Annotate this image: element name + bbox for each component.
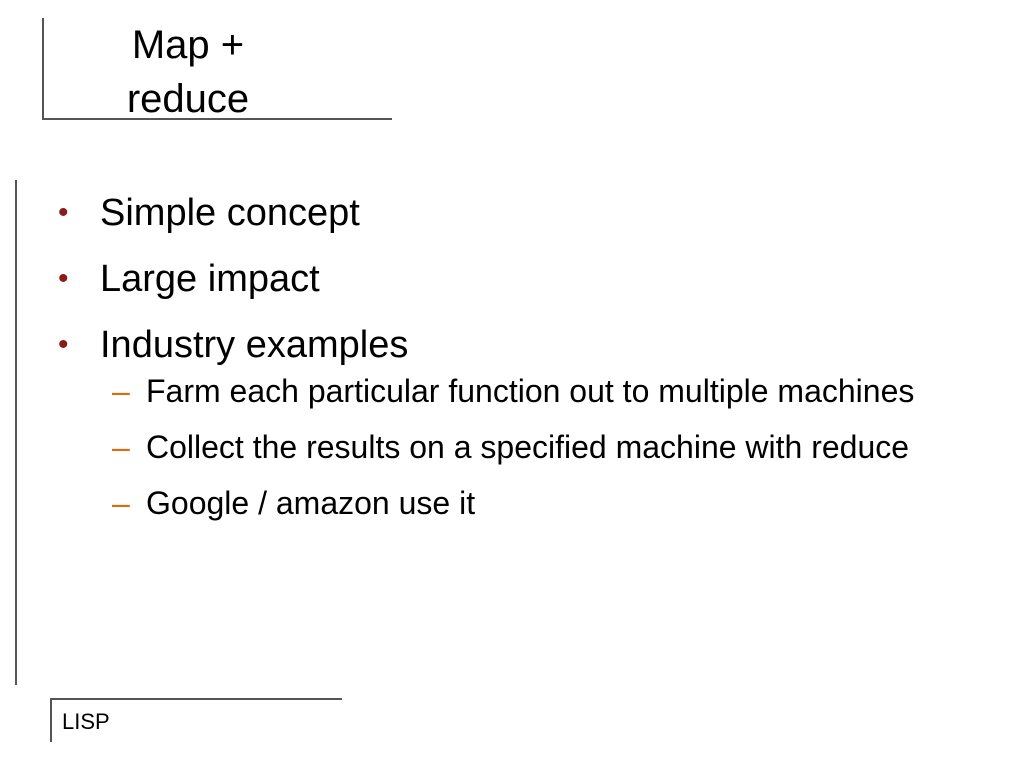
bullet-icon: • (58, 196, 69, 229)
title-frame-vertical-line (42, 18, 44, 118)
bullet-list: • Simple concept • Large impact • Indust… (58, 190, 958, 526)
sub-bullet-text: Google / amazon use it (146, 485, 476, 521)
bullet-text: Large impact (100, 258, 320, 300)
bullet-icon: • (58, 328, 69, 361)
sub-bullet-item: – Google / amazon use it (100, 480, 926, 526)
slide-title-line-1: Map + (131, 23, 245, 67)
sub-bullet-text: Collect the results on a specified machi… (146, 429, 910, 465)
bullet-item: • Simple concept (58, 190, 958, 236)
sub-bullet-list: – Farm each particular function out to m… (100, 368, 958, 526)
bullet-item: • Industry examples – Farm each particul… (58, 322, 958, 526)
dash-icon: – (112, 429, 130, 465)
slide-title-line-2: reduce (126, 77, 250, 121)
slide-footer: LISP (62, 709, 110, 734)
footer-frame-vertical-line (50, 698, 52, 742)
title-frame-horizontal-line (42, 118, 392, 120)
slide-title: Map + reduce (70, 18, 306, 126)
bullet-text: Simple concept (100, 192, 360, 234)
bullet-item: • Large impact (58, 256, 958, 302)
body-frame-vertical-line (15, 180, 17, 685)
sub-bullet-text: Farm each particular function out to mul… (146, 373, 915, 409)
dash-icon: – (112, 373, 130, 409)
slide-content: • Simple concept • Large impact • Indust… (58, 190, 958, 546)
bullet-text: Industry examples (100, 324, 409, 366)
dash-icon: – (112, 485, 130, 521)
footer-frame-horizontal-line (50, 698, 342, 700)
sub-bullet-item: – Collect the results on a specified mac… (100, 424, 926, 470)
sub-bullet-item: – Farm each particular function out to m… (100, 368, 926, 414)
bullet-icon: • (58, 262, 69, 295)
